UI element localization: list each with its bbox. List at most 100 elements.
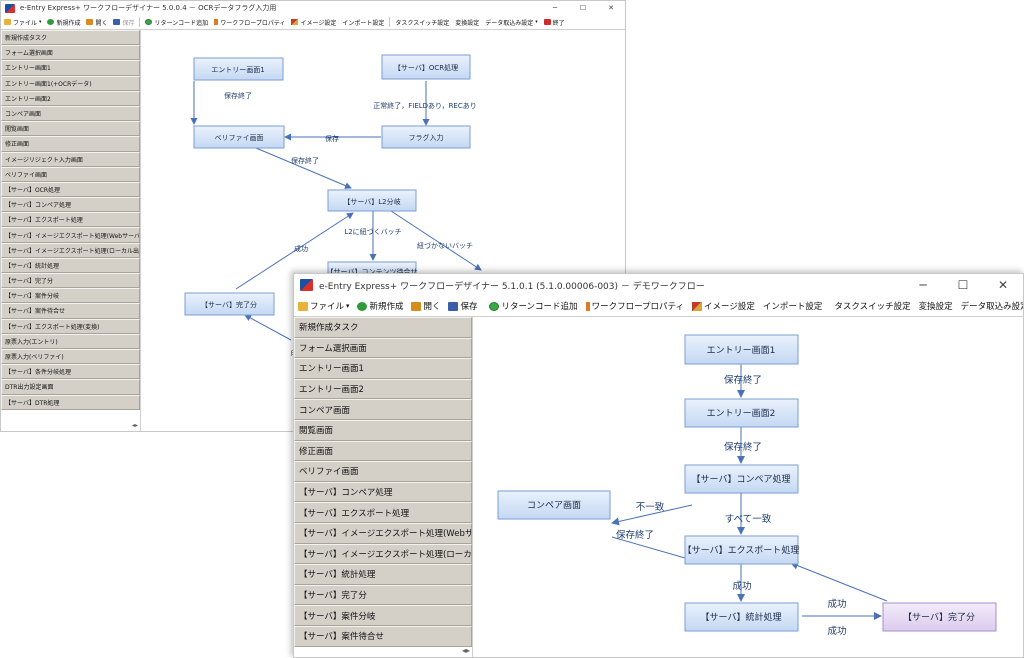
task-palette-item[interactable]: 【サーバ】DTR処理	[1, 394, 140, 410]
label-success: 成功	[294, 244, 308, 253]
node-done[interactable]	[882, 602, 997, 632]
open-button[interactable]: 開く	[407, 300, 444, 312]
workflow-properties-button[interactable]: ワークフロープロパティ	[582, 300, 688, 312]
task-switch-button[interactable]: タスクスイッチ設定	[395, 19, 450, 27]
convert-settings-button[interactable]: 変換設定	[918, 302, 953, 312]
task-palette-item[interactable]: フォーム選択画面	[294, 337, 472, 359]
task-palette-item[interactable]: 新規作成タスク	[294, 317, 472, 338]
task-palette-item[interactable]: 【サーバ】完了分	[294, 584, 472, 606]
new-button[interactable]: 新規作成	[44, 18, 83, 27]
file-menu[interactable]: ファイル▾	[1, 18, 44, 27]
data-import-menu[interactable]: データ取込み設定▾	[960, 302, 1024, 312]
task-palette-item[interactable]: 原票入力(エントリ)	[1, 333, 140, 349]
task-palette-item[interactable]: 【サーバ】統計処理	[294, 564, 472, 585]
task-palette-item[interactable]: 【サーバ】エクスポート処理	[1, 212, 140, 228]
node-entry2[interactable]	[684, 398, 799, 428]
front-toolbar: ファイル▾ 新規作成 開く 保存 リターンコード追加 ワークフロープロパティ イ…	[294, 296, 1023, 317]
task-palette-item[interactable]: エントリー画面1	[294, 358, 472, 379]
task-palette-item[interactable]: 【サーバ】コンペア処理	[1, 197, 140, 213]
front-titlebar: e-Entry Express+ ワークフローデザイナー 5.1.0.1 (5.…	[294, 274, 1023, 296]
task-palette-item[interactable]: イメージリジェクト入力画面	[1, 151, 140, 167]
task-palette-item[interactable]: フォーム選択画面	[1, 45, 140, 61]
import-settings-button[interactable]: インポート設定	[762, 302, 823, 312]
task-palette-item[interactable]: 【サーバ】イメージエクスポート処理(Webサーバ出力)	[1, 227, 140, 243]
new-icon	[357, 301, 368, 311]
node-flag[interactable]	[381, 125, 471, 149]
task-palette-item[interactable]: 閲覧画面	[294, 419, 472, 441]
task-palette-item[interactable]: ベリファイ画面	[294, 461, 472, 482]
data-import-menu[interactable]: データ取込み設定▾	[485, 19, 538, 27]
task-palette-item[interactable]: 修正画面	[1, 136, 140, 152]
edge-compare-screen	[611, 504, 693, 526]
image-settings-button[interactable]: イメージ設定	[288, 18, 339, 27]
node-entry1[interactable]	[684, 334, 799, 365]
task-palette-item[interactable]: 【サーバ】条件分岐処理	[1, 364, 140, 380]
node-l2[interactable]	[327, 189, 417, 212]
task-palette-item[interactable]: 【サーバ】案件分岐	[294, 605, 472, 626]
task-palette-item[interactable]: ベリファイ画面	[1, 166, 140, 182]
workflow-properties-button[interactable]: ワークフロープロパティ	[211, 18, 288, 27]
node-done-label: 【サーバ】完了分	[201, 300, 257, 309]
return-code-button[interactable]: リターンコード追加	[485, 300, 581, 312]
task-switch-button[interactable]: タスクスイッチ設定	[834, 302, 911, 312]
task-palette-item[interactable]: 閲覧画面	[1, 121, 140, 137]
node-entry2-label: エントリー画面2	[707, 408, 776, 419]
node-entry1-label: エントリー画面1	[707, 345, 776, 356]
task-palette-item[interactable]: 【サーバ】完了分	[1, 273, 140, 289]
task-palette-item[interactable]: 【サーバ】案件待合せ	[1, 303, 140, 319]
task-palette-item[interactable]: 【サーバ】エクスポート処理(変換)	[1, 318, 140, 334]
node-compare-screen[interactable]	[497, 490, 611, 520]
node-verify[interactable]	[193, 125, 285, 149]
resize-grip[interactable]: ◂▸	[461, 646, 470, 655]
task-palette-item[interactable]: エントリー画面1	[1, 60, 140, 76]
maximize-button[interactable]: ☐	[957, 278, 969, 292]
open-button[interactable]: 開く	[83, 18, 110, 27]
label-ocr-condition: 正常終了，FIELDあり，RECあり	[373, 101, 477, 110]
task-palette-item[interactable]: 修正画面	[294, 440, 472, 462]
task-palette-item[interactable]: 【サーバ】OCR処理	[1, 181, 140, 198]
import-settings-button[interactable]: インポート設定	[342, 19, 385, 27]
node-ocr[interactable]	[381, 54, 471, 80]
task-palette-item[interactable]: 【サーバ】案件待合せ	[294, 625, 472, 647]
resize-grip[interactable]: ◂▸	[131, 422, 138, 429]
task-palette-item[interactable]: 【サーバ】統計処理	[1, 257, 140, 273]
image-settings-button[interactable]: イメージ設定	[688, 300, 759, 312]
save-button[interactable]: 保存	[444, 300, 481, 312]
node-compare-process[interactable]	[684, 464, 799, 494]
task-palette-item[interactable]: エントリー画面2	[1, 90, 140, 106]
task-palette-item[interactable]: コンペア画面	[294, 399, 472, 420]
node-stats[interactable]	[684, 602, 799, 632]
close-button[interactable]: ✕	[608, 4, 614, 12]
task-palette-item[interactable]: DTR出力設定画面	[1, 379, 140, 395]
task-palette-item[interactable]: 【サーバ】コンペア処理	[294, 481, 472, 503]
maximize-button[interactable]: ☐	[579, 4, 587, 12]
edge-verify-l2	[255, 147, 352, 189]
task-palette-item[interactable]: エントリー画面1(+OCRデータ)	[1, 75, 140, 91]
task-palette-item[interactable]: 【サーバ】イメージエクスポート処理(Webサーバ出力)	[294, 522, 472, 544]
node-content-wait-label: 【サーバ】コンテンツ待合せ	[327, 267, 418, 276]
task-palette-item[interactable]: 【サーバ】イメージエクスポート処理(ローカル出力)	[294, 543, 472, 565]
task-palette-item[interactable]: エントリー画面2	[294, 378, 472, 400]
workflow-canvas[interactable]: 保存終了 保存終了 不一致 保存終了 すべて一致 成功 成功 成功 エントリー画…	[473, 317, 1023, 657]
file-menu[interactable]: ファイル▾	[294, 300, 353, 312]
return-code-button[interactable]: リターンコード追加	[142, 18, 211, 27]
minimize-button[interactable]: ─	[919, 278, 927, 292]
task-palette-item[interactable]: 【サーバ】案件分岐	[1, 288, 140, 304]
save-button[interactable]: 保存	[110, 18, 137, 27]
node-export[interactable]	[684, 535, 799, 565]
new-button[interactable]: 新規作成	[353, 300, 407, 312]
task-palette-item[interactable]: 【サーバ】イメージエクスポート処理(ローカル出力)	[1, 242, 140, 258]
task-palette-item[interactable]: 原票入力(ベリファイ)	[1, 348, 140, 365]
close-button[interactable]: ✕	[997, 278, 1009, 292]
minimize-button[interactable]: ─	[552, 4, 558, 12]
label-success-3: 成功	[827, 625, 846, 637]
task-palette-item[interactable]: コンペア画面	[1, 105, 140, 122]
task-palette-item[interactable]: 新規作成タスク	[1, 30, 140, 46]
node-entry1[interactable]	[193, 57, 284, 81]
exit-button[interactable]: 終了	[541, 18, 568, 27]
task-palette-item[interactable]: 【サーバ】エクスポート処理	[294, 502, 472, 523]
convert-settings-button[interactable]: 変換設定	[455, 19, 480, 27]
workflow-canvas[interactable]: 保存終了 正常終了，FIELDあり，RECあり 保存 保存終了 成功 L2に紐づ…	[141, 30, 625, 431]
node-done[interactable]	[184, 292, 275, 316]
